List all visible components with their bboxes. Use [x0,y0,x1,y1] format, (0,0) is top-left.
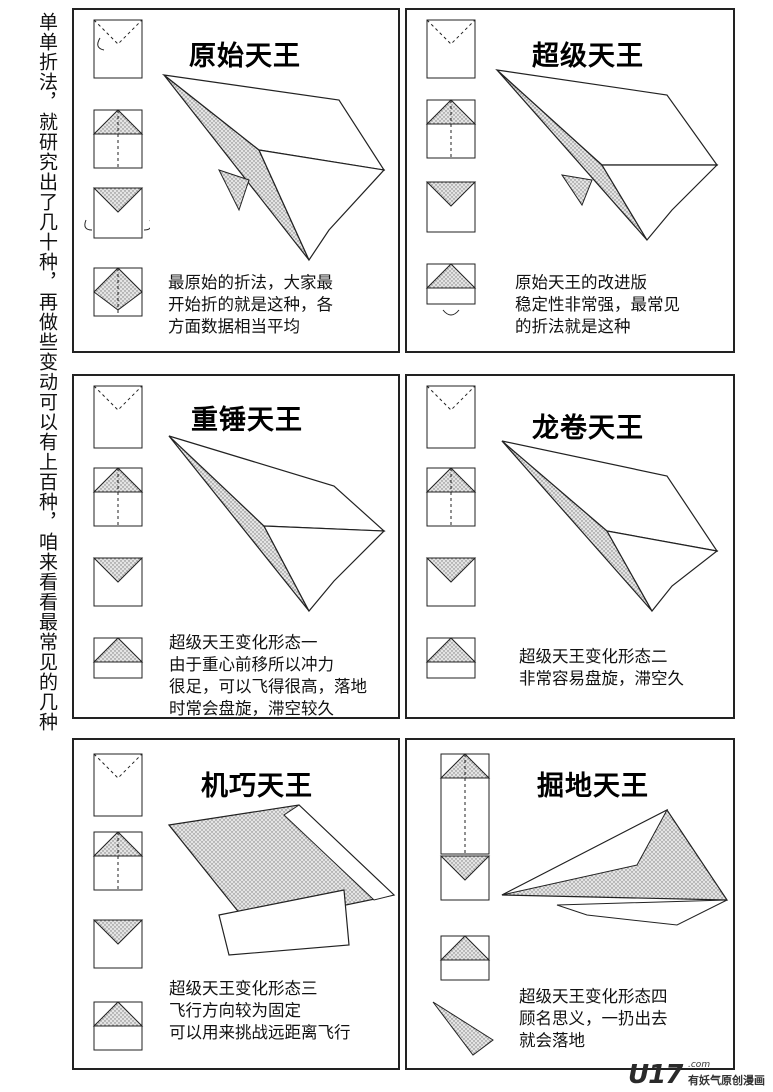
panel-original-king: 原始天王 最原始的折法，大家最 开始折的就是这种，各 方面数据相当平均 [72,8,400,353]
panel-title: 重锤天王 [191,405,303,436]
paper-plane-illustration [497,436,727,626]
paper-plane-illustration [159,795,399,965]
u17-logo: U17 .com 有妖气原创漫画 [628,1060,765,1090]
side-note: 单单折法，就研究出了几十种，再做些变动可以有上百种，咱来看看最常见的几种 [36,12,58,732]
panel-description: 原始天王的改进版 稳定性非常强，最常见 的折法就是这种 [515,273,680,336]
panel-super-king: 超级天王 原始天王的改进版 稳定性非常强，最常见 的折法就是这种 [405,8,735,353]
panel-digger-king: 掘地天王 超级天王变化形态四 顾名思义，一扔出去 就会落地 [405,738,735,1070]
panel-description: 超级天王变化形态二 非常容易盘旋，滞空久 [519,647,684,688]
fold-steps [80,376,150,706]
panel-description: 超级天王变化形态四 顾名思义，一扔出去 就会落地 [519,987,668,1050]
paper-plane-illustration [492,65,722,265]
paper-plane-illustration [159,70,389,270]
fold-steps [413,740,503,1065]
panel-description: 超级天王变化形态三 飞行方向较为固定 可以用来挑战远距离飞行 [169,979,351,1042]
panel-title: 原始天王 [189,41,301,72]
panel-hammer-king: 重锤天王 超级天王变化形态一 由于重心前移所以冲力 很足，可以飞得很高，落地 时… [72,374,400,719]
panel-title: 龙卷天王 [532,413,644,444]
panel-mechanism-king: 机巧天王 超级天王变化形态三 飞行方向较为固定 可以用来挑战远距离飞行 [72,738,400,1070]
panel-description: 超级天王变化形态一 由于重心前移所以冲力 很足，可以飞得很高，落地 时常会盘旋，… [169,633,367,718]
fold-steps [80,740,150,1065]
fold-steps [413,10,483,330]
panel-title: 掘地天王 [537,771,649,802]
paper-plane-illustration [497,805,737,935]
panel-tornado-king: 龙卷天王 超级天王变化形态二 非常容易盘旋，滞空久 [405,374,735,719]
fold-steps [80,10,150,330]
paper-plane-illustration [164,431,394,631]
fold-steps [413,376,483,706]
panel-title: 超级天王 [532,41,644,72]
panel-description: 最原始的折法，大家最 开始折的就是这种，各 方面数据相当平均 [168,273,333,336]
panel-title: 机巧天王 [201,771,313,802]
